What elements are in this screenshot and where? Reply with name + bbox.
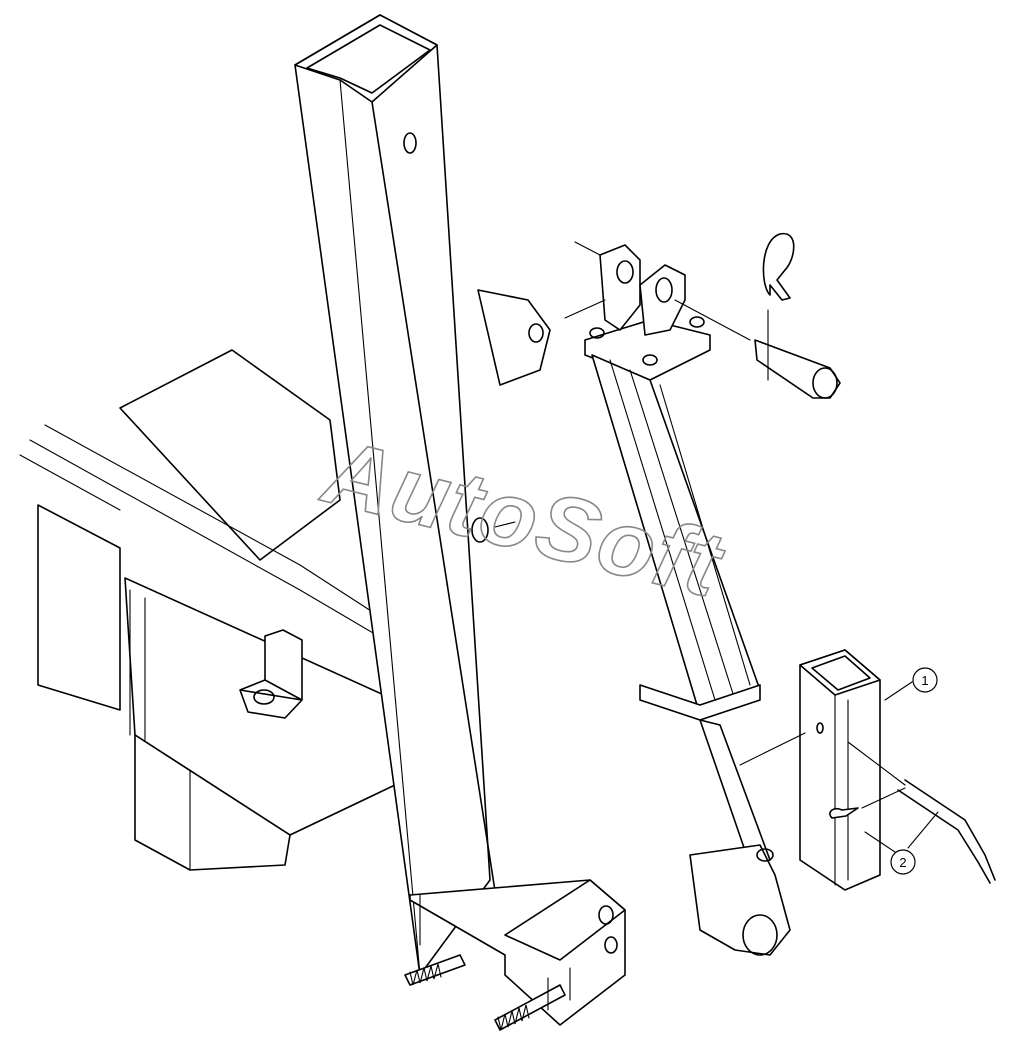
bracket-centerline bbox=[739, 732, 806, 766]
foot-plate-hole-2 bbox=[604, 936, 618, 954]
mast-mid-hole bbox=[471, 517, 489, 543]
end-plate bbox=[37, 504, 121, 711]
clevis-pin-head bbox=[812, 367, 838, 399]
frame-lower-box bbox=[134, 734, 291, 871]
foot-plate-hole-1 bbox=[598, 905, 614, 925]
cap-nut-2 bbox=[642, 354, 658, 366]
frame-rail-edge-2 bbox=[29, 439, 386, 641]
callout-1-number: 1 bbox=[921, 673, 928, 688]
bracket-top bbox=[799, 649, 881, 696]
cylinder-bottom-cap bbox=[639, 684, 761, 721]
mounting-tab bbox=[239, 629, 303, 719]
piston-rod bbox=[699, 719, 771, 866]
pin-centerline bbox=[674, 299, 751, 341]
rod-clevis bbox=[689, 844, 791, 956]
callout-1: 1 bbox=[884, 667, 938, 701]
callout-2-leader-b bbox=[907, 811, 939, 849]
hydraulic-cylinder bbox=[584, 244, 791, 956]
mounting-tab-hole bbox=[253, 689, 275, 705]
foot-plate-face bbox=[504, 879, 626, 961]
mast-top-opening bbox=[306, 24, 431, 94]
callout-1-balloon bbox=[912, 667, 938, 693]
clevis-pin bbox=[754, 339, 841, 399]
callout-2-number: 2 bbox=[899, 855, 906, 870]
frame-top-plate bbox=[119, 349, 341, 561]
pin-holder-bracket bbox=[739, 649, 881, 891]
base-frame bbox=[19, 349, 396, 871]
mast-ear-bracket bbox=[477, 289, 551, 386]
lock-pin-body bbox=[904, 779, 996, 881]
mast-foot-plate bbox=[409, 879, 626, 1026]
callout-1-leader bbox=[884, 681, 913, 701]
r-clip-top bbox=[762, 233, 795, 301]
callout-2-balloon bbox=[890, 849, 916, 875]
callout-2: 2 bbox=[864, 811, 939, 875]
mast-ear-hole bbox=[528, 323, 544, 343]
bent-lock-pin bbox=[829, 741, 996, 884]
rod-clevis-hole bbox=[742, 914, 778, 956]
cylinder-pin-assembly bbox=[564, 233, 841, 399]
mast-front-edge bbox=[371, 101, 506, 956]
cap-nut-1 bbox=[589, 327, 605, 339]
mast-top-hole bbox=[403, 132, 417, 154]
bracket-slot bbox=[811, 655, 871, 691]
cap-nut-3 bbox=[689, 316, 705, 328]
callout-2-leader-a bbox=[864, 831, 896, 853]
stud-left bbox=[404, 954, 466, 986]
clevis-ear-back bbox=[599, 244, 641, 331]
threaded-studs bbox=[404, 954, 571, 1031]
grease-fitting bbox=[756, 848, 774, 862]
frame-rail-edge-1 bbox=[44, 424, 386, 621]
frame-rail-edge-3 bbox=[19, 454, 121, 511]
mast-tube bbox=[294, 14, 551, 976]
clevis-ear-front bbox=[639, 264, 686, 336]
lock-clip bbox=[829, 807, 859, 819]
